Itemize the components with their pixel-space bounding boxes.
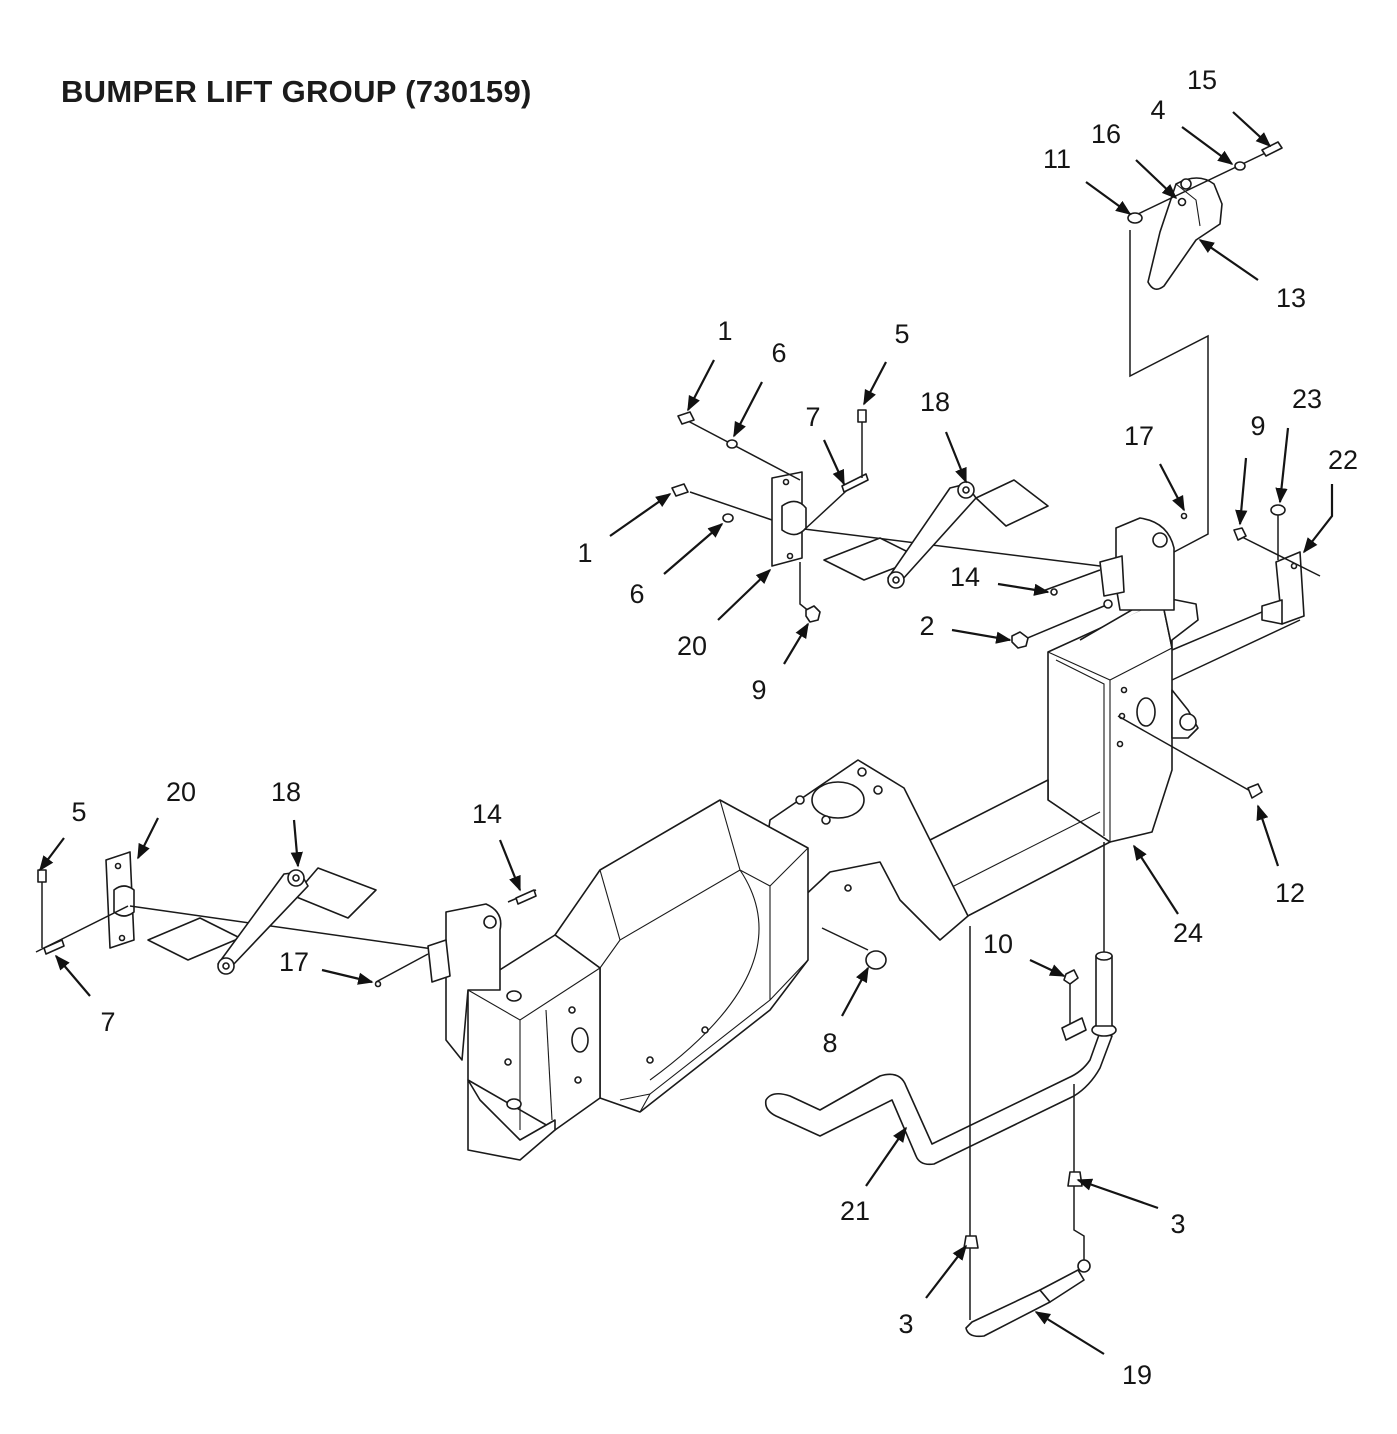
callout-12: 12: [1275, 878, 1305, 908]
callout-20: 20: [677, 631, 707, 661]
callout-15: 15: [1187, 65, 1217, 95]
screw-12: [1117, 715, 1263, 799]
callout-labels: 15 4 16 11 13 1 6 5 7 18 17 9 23 22 1 6 …: [71, 65, 1358, 1390]
diagram-title: BUMPER LIFT GROUP (730159): [61, 74, 532, 109]
callout-17: 17: [279, 947, 309, 977]
callout-5: 5: [894, 319, 909, 349]
main-frame: [445, 595, 1301, 1161]
callout-8: 8: [822, 1028, 837, 1058]
callout-19: 19: [1122, 1360, 1152, 1390]
callout-6: 6: [771, 338, 786, 368]
callout-11: 11: [1043, 144, 1071, 174]
callout-18: 18: [920, 387, 950, 417]
callout-9: 9: [751, 675, 766, 705]
callout-14: 14: [472, 799, 502, 829]
callout-13: 13: [1276, 283, 1306, 313]
callout-3: 3: [1170, 1209, 1185, 1239]
callout-23: 23: [1292, 384, 1322, 414]
callout-6: 6: [629, 579, 644, 609]
callout-20: 20: [166, 777, 196, 807]
gas-spring-19: [963, 926, 1091, 1338]
callout-14: 14: [950, 562, 980, 592]
handle-21: [764, 842, 1117, 1166]
bumper-8: [821, 927, 887, 970]
callout-7: 7: [805, 402, 820, 432]
callout-24: 24: [1173, 918, 1203, 948]
callout-9: 9: [1250, 411, 1265, 441]
callout-7: 7: [100, 1007, 115, 1037]
callout-1: 1: [717, 316, 732, 346]
callout-3: 3: [898, 1309, 913, 1339]
callout-1: 1: [577, 538, 592, 568]
upper-hinge-plate: [1011, 512, 1188, 649]
callout-18: 18: [271, 777, 301, 807]
callout-4: 4: [1150, 95, 1165, 125]
lower-strut-assembly: [35, 851, 537, 988]
callout-2: 2: [919, 611, 934, 641]
bracket-22: [1233, 504, 1321, 625]
callout-5: 5: [71, 797, 86, 827]
callout-17: 17: [1124, 421, 1154, 451]
callout-10: 10: [983, 929, 1013, 959]
callout-22: 22: [1328, 445, 1358, 475]
callout-leaders: [39, 111, 1334, 1355]
callout-21: 21: [840, 1196, 870, 1226]
arm-13-assembly: [1127, 141, 1283, 553]
callout-16: 16: [1091, 119, 1121, 149]
upper-strut-assembly: [671, 409, 1101, 623]
